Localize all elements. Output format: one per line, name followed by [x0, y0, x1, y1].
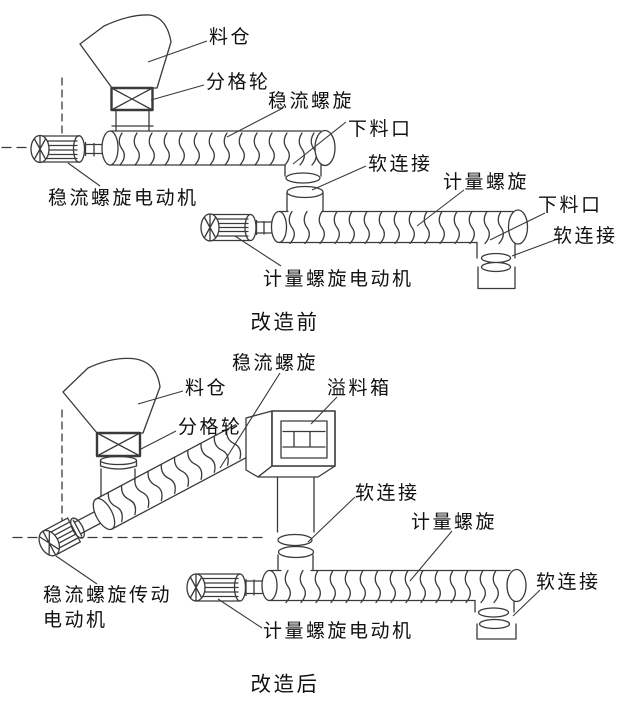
discharge-spout-after	[474, 599, 515, 613]
receiver-box-before	[477, 261, 516, 290]
label-metering-screw-after: 计量螺旋	[411, 511, 497, 533]
receiver-box-after	[476, 618, 517, 640]
label-soft-connection-2-after: 软连接	[536, 571, 601, 593]
motor-shaft-after	[245, 578, 263, 597]
discharge-spout-1-before	[284, 163, 322, 177]
drop-pipe-after	[100, 468, 136, 498]
label-drive-motor-line2-after: 电动机	[43, 609, 108, 631]
caption-before: 改造前	[251, 310, 320, 334]
label-metering-screw-before: 计量螺旋	[443, 171, 529, 193]
label-discharge-port-2-before: 下料口	[538, 194, 603, 216]
label-dividing-wheel-after: 分格轮	[178, 416, 243, 438]
label-metering-screw-motor-after: 计量螺旋电动机	[263, 620, 414, 642]
soft-connection-2-leader-before	[511, 239, 556, 257]
label-metering-screw-motor-before: 计量螺旋电动机	[263, 268, 414, 290]
stabilizing-screw-motor-before	[30, 134, 103, 164]
inlet-pipe-before	[286, 185, 324, 213]
label-soft-connection-1-before: 软连接	[368, 153, 433, 175]
hopper-shape-before	[79, 14, 172, 89]
soft-connection-2-leader-after	[512, 589, 541, 617]
metering-screw-motor-after	[186, 573, 263, 602]
outlet-flange-after	[99, 455, 138, 470]
inlet-pipe-after	[277, 554, 314, 571]
diagram-after: 稳流螺旋 料仓 溢料箱 分格轮 软连接 计量螺旋 软连接 稳流螺旋传动 电动机 …	[12, 352, 601, 696]
feed-chute-before	[111, 109, 154, 132]
label-drive-motor-line1-after: 稳流螺旋传动	[43, 584, 172, 606]
stabilizing-screw-conveyor-after	[34, 424, 253, 560]
metering-screw-motor-leader-before	[234, 235, 282, 267]
soft-connection-1-after	[277, 533, 315, 559]
stabilizing-screw-conveyor-before	[101, 129, 336, 167]
label-hopper-before: 料仓	[209, 26, 252, 48]
soft-connection-1-leader-after	[307, 496, 356, 543]
label-discharge-port-1-before: 下料口	[348, 118, 413, 140]
overflow-box-leader-after	[310, 396, 338, 425]
label-stabilizing-screw-motor-before: 稳流螺旋电动机	[48, 187, 199, 209]
soft-connection-2-after	[477, 607, 510, 618]
label-stabilizing-screw-after: 稳流螺旋	[232, 352, 318, 374]
stabilizing-screw-motor-leader-before	[67, 162, 101, 187]
label-dividing-wheel-before: 分格轮	[206, 71, 271, 93]
metering-screw-motor-leader-after	[217, 598, 263, 629]
discharge-spout-2-before	[476, 241, 516, 259]
metering-screw-conveyor-before	[270, 209, 529, 245]
dividing-wheel-leader-before	[150, 84, 205, 101]
down-pipe-after	[276, 476, 315, 533]
hopper-leader-before	[147, 40, 208, 63]
motor-shaft-before-2	[255, 219, 273, 236]
metering-screw-leader-before	[416, 189, 465, 227]
hopper-shape-after	[62, 357, 161, 434]
label-hopper-after: 料仓	[185, 377, 228, 399]
overflow-box-after	[245, 410, 336, 478]
metering-screw-conveyor-after	[261, 568, 527, 604]
diagram-before: 料仓 分格轮 稳流螺旋 下料口 软连接 计量螺旋 下料口 软连接 稳流螺旋电动机…	[1, 14, 618, 334]
soft-connection-1-before	[285, 172, 321, 184]
motor-shaft-before-1	[84, 141, 103, 157]
label-soft-connection-2-before: 软连接	[553, 225, 618, 247]
discharge-port-1-leader-before	[292, 121, 347, 165]
label-soft-connection-1-after: 软连接	[355, 482, 420, 504]
hopper-leader-after	[137, 390, 184, 405]
soft-connection-1-leader-before	[311, 165, 367, 191]
soft-connection-2-before	[480, 252, 512, 264]
label-stabilizing-screw-before: 稳流螺旋	[268, 90, 354, 112]
stabilizing-screw-leader-before	[226, 107, 284, 138]
discharge-port-2-leader-before	[489, 212, 546, 241]
shaft-coupling-after	[70, 517, 85, 539]
metering-screw-motor-before	[200, 213, 273, 242]
stabilizing-screw-leader-after	[219, 372, 281, 469]
dividing-wheel-leader-after	[140, 430, 177, 450]
label-overflow-box-after: 溢料箱	[327, 377, 392, 399]
caption-after: 改造后	[251, 672, 320, 696]
dividing-wheel-before	[110, 86, 154, 112]
dividing-wheel-after	[95, 431, 142, 458]
metering-screw-leader-after	[409, 530, 453, 582]
drive-motor-leader-after	[55, 555, 98, 585]
